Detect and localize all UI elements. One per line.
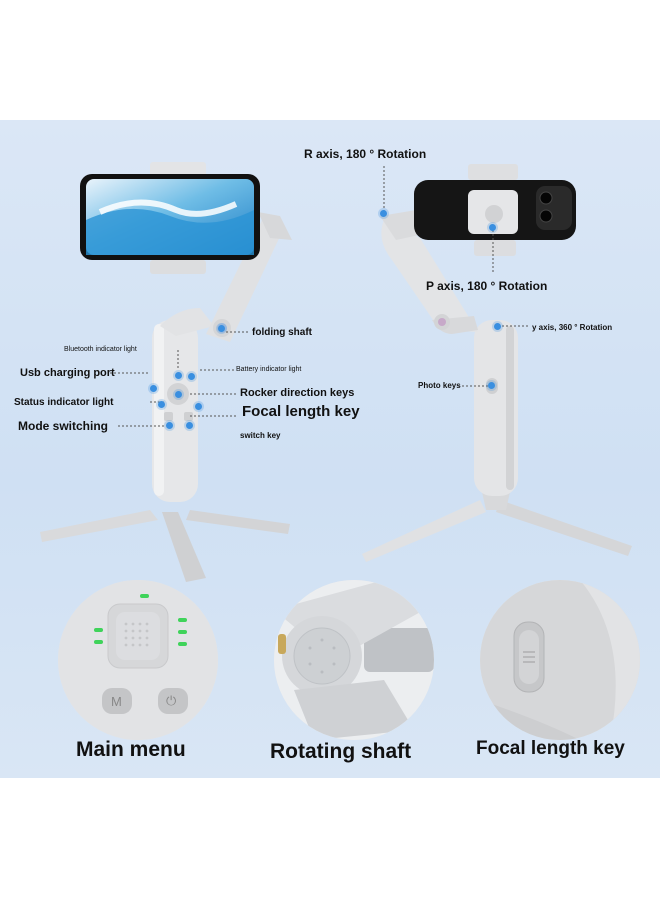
label-bluetooth-indicator-light: Bluetooth indicator light — [64, 346, 137, 353]
caption-focal-length-key: Focal length key — [476, 738, 625, 759]
callout-dot — [158, 401, 165, 408]
label-switch-key: switch key — [240, 431, 281, 440]
label-p-axis: P axis, 180 ° Rotation — [426, 279, 548, 293]
product-panel: folding shaft Bluetooth indicator light … — [0, 120, 660, 778]
main-menu-closeup — [58, 580, 218, 740]
callout-dot — [186, 422, 193, 429]
gimbal-rear-view — [362, 164, 632, 562]
callout-dot — [188, 373, 195, 380]
label-status-indicator-light: Status indicator light — [14, 397, 114, 408]
label-r-axis: R axis, 180 ° Rotation — [304, 147, 427, 161]
callout-dot — [195, 403, 202, 410]
label-battery-indicator-light: Battery indicator light — [236, 366, 302, 373]
callout-dot — [494, 323, 501, 330]
label-focal-length-key: Focal length key — [242, 403, 360, 420]
callout-dot — [150, 385, 157, 392]
gimbal-front-view — [40, 162, 292, 582]
callout-dot — [380, 210, 387, 217]
caption-main-menu: Main menu — [76, 738, 186, 761]
callout-dot — [166, 422, 173, 429]
label-rocker-direction-keys: Rocker direction keys — [240, 387, 355, 399]
mode-button-glyph: M — [111, 694, 122, 709]
power-icon: ⏻ — [166, 693, 177, 708]
detail-rotating-shaft — [274, 580, 434, 740]
focal-length-key-closeup — [480, 580, 640, 740]
detail-main-menu: M ⏻ — [58, 580, 218, 740]
caption-rotating-shaft: Rotating shaft — [270, 740, 412, 763]
label-mode-switching: Mode switching — [18, 419, 108, 433]
detail-focal-length-key — [480, 580, 640, 740]
label-y-axis: y axis, 360 ° Rotation — [532, 323, 613, 332]
rotating-shaft-closeup — [274, 580, 434, 740]
callout-dot — [175, 372, 182, 379]
label-folding-shaft: folding shaft — [252, 327, 312, 338]
callout-dot — [488, 382, 495, 389]
callout-dot — [218, 325, 225, 332]
callout-dot — [175, 391, 182, 398]
label-usb-charging-port: Usb charging port — [20, 367, 115, 379]
callout-dot — [489, 224, 496, 231]
label-photo-keys: Photo keys — [418, 381, 461, 390]
